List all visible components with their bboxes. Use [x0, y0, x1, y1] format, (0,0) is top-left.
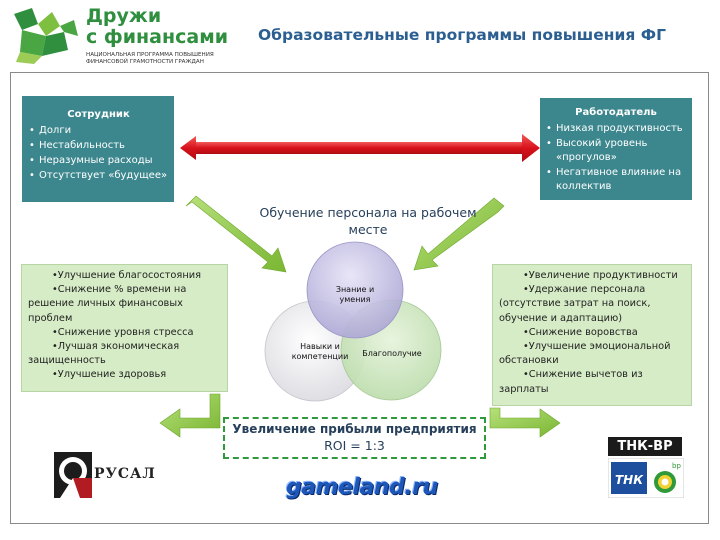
- dyc-logo-mark: [14, 8, 78, 64]
- diagram-frame: [10, 72, 709, 524]
- green-arrow-bottom-left: [159, 393, 221, 438]
- venn-label-wellbeing: Благополучие: [362, 349, 422, 358]
- green-arrow-left-diagonal: [185, 195, 287, 273]
- center-label: Обучение персонала на рабочем месте: [259, 205, 477, 237]
- red-arrow-left-head: [180, 136, 200, 160]
- employer-box: Работодатель Низкая продуктивность Высок…: [540, 98, 692, 200]
- bp-text: bp: [672, 462, 681, 470]
- dyc-logo: Дружи с финансами НАЦИОНАЛЬНАЯ ПРОГРАММА…: [86, 6, 246, 66]
- list-item: Лучшая экономическая защищенность: [28, 340, 221, 368]
- red-arrow-right-head: [522, 134, 540, 162]
- employee-benefits-box: Улучшение благосостояния Снижение % врем…: [21, 264, 228, 392]
- list-item: Негативное влияние на коллектив: [546, 166, 686, 194]
- list-item: Долги: [29, 124, 168, 138]
- green-arrow-right-diagonal: [413, 197, 505, 271]
- list-item: Улучшение благосостояния: [28, 269, 221, 283]
- rusal-logo-icon: [54, 452, 92, 498]
- list-item: Снижение % времени на решение личных фин…: [28, 283, 221, 326]
- list-item: Снижение вычетов из зарплаты: [499, 368, 685, 396]
- tnk-bp-logo-icon: ТНК bp: [608, 458, 684, 498]
- logo-line1: Дружи: [86, 5, 162, 27]
- result-title: Увеличение прибыли предприятия: [232, 422, 477, 436]
- red-arrow-shaft: [196, 142, 526, 154]
- list-item: Высокий уровень «прогулов»: [546, 137, 686, 165]
- employee-box: Сотрудник Долги Нестабильность Неразумны…: [22, 96, 174, 202]
- list-item: Отсутствует «будущее»: [29, 169, 168, 183]
- employee-title: Сотрудник: [67, 109, 130, 120]
- venn-label-knowledge-2: умения: [340, 295, 371, 304]
- venn-label-skills-2: компетенции: [292, 352, 349, 361]
- list-item: Улучшение эмоциональной обстановки: [499, 340, 685, 368]
- rusal-logo-text: РУСАЛ: [94, 466, 156, 482]
- employer-benefits-box: Увеличение продуктивности Удержание перс…: [492, 264, 692, 406]
- tnk-mark-text: ТНК: [615, 473, 644, 487]
- venn-label-knowledge-1: Знание и: [336, 285, 374, 294]
- list-item: Неразумные расходы: [29, 154, 168, 168]
- list-item: Улучшение здоровья: [28, 368, 221, 382]
- roi-value: ROI = 1:3: [324, 438, 385, 453]
- list-item: Снижение уровня стресса: [28, 326, 221, 340]
- list-item: Удержание персонала (отсутствие затрат н…: [499, 283, 685, 326]
- tnk-bp-logo-text: ТНК-ВР: [608, 437, 682, 456]
- employee-problems-list: Долги Нестабильность Неразумные расходы …: [29, 124, 168, 183]
- employer-title: Работодатель: [575, 107, 657, 118]
- venn-circle-knowledge: [306, 241, 404, 339]
- list-item: Увеличение продуктивности: [499, 269, 685, 283]
- list-item: Снижение воровства: [499, 326, 685, 340]
- logo-subtitle: НАЦИОНАЛЬНАЯ ПРОГРАММА ПОВЫШЕНИЯ ФИНАНСО…: [86, 52, 214, 65]
- logo-line2: с финансами: [86, 26, 229, 48]
- result-box: Увеличение прибыли предприятия ROI = 1:3: [223, 417, 486, 459]
- employer-problems-list: Низкая продуктивность Высокий уровень «п…: [546, 122, 686, 194]
- page-title: Образовательные программы повышения ФГ: [258, 26, 666, 44]
- venn-label-skills-1: Навыки и: [300, 342, 340, 351]
- gameland-logo: gameland.ru: [286, 475, 438, 500]
- list-item: Нестабильность: [29, 139, 168, 153]
- green-arrow-bottom-right: [489, 407, 561, 438]
- list-item: Низкая продуктивность: [546, 122, 686, 136]
